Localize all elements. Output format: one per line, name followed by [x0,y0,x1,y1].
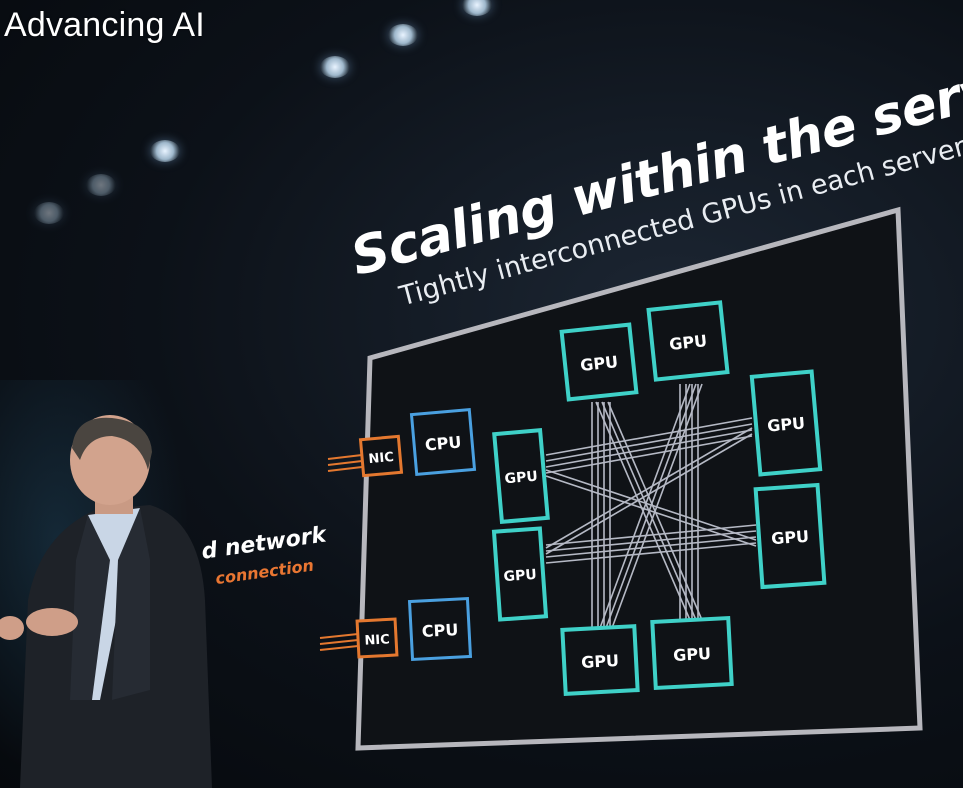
stage-light [388,24,418,46]
gpu-box: GPU [492,427,550,525]
gpu-box: GPU [559,322,639,402]
gpu-label: GPU [504,469,538,488]
nic-box: NIC [358,434,404,478]
presenter-hair [72,417,152,470]
gpu-box: GPU [749,369,823,477]
stage-light [320,56,350,78]
gpu-box: GPU [491,526,549,622]
stage-light [86,174,116,196]
gpu-box: GPU [646,300,730,382]
cpu-label: CPU [421,620,458,641]
presenter-hand [26,608,78,636]
nic-label: NIC [364,632,390,648]
gpu-label: GPU [673,644,712,665]
nic-network-lines [319,454,363,651]
cpu-label: CPU [424,432,462,454]
gpu-label: GPU [766,413,805,435]
stage-light [150,140,180,162]
video-overlay-title: Advancing AI [4,6,205,44]
gpu-box: GPU [753,482,827,590]
cpu-box: CPU [409,407,477,477]
nic-label: NIC [368,450,394,467]
stage-light [34,202,64,224]
gpu-label: GPU [668,331,708,354]
stage-light [462,0,492,16]
gpu-label: GPU [581,651,620,672]
gpu-interconnect-fabric [545,383,757,629]
gpu-box: GPU [560,624,640,696]
gpu-label: GPU [579,352,619,375]
nic-box: NIC [355,617,399,659]
presenter-hand [0,616,24,640]
gpu-label: GPU [771,527,810,549]
cpu-box: CPU [407,596,473,662]
gpu-box: GPU [650,615,734,691]
gpu-label: GPU [503,567,537,585]
